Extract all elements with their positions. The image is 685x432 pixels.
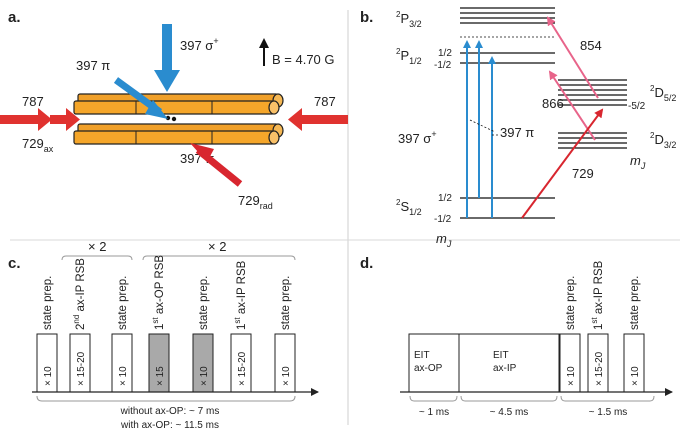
beam-787-right-arrow: [288, 108, 348, 131]
duration-bracket-d3: [560, 395, 655, 402]
mj-d-minus52: -5/2: [628, 101, 646, 112]
panel-label-a: a.: [8, 9, 21, 26]
label-397-sigma-b: 397 σ+: [398, 129, 437, 146]
eit-op-line1: EIT: [414, 350, 430, 361]
sequence-d: × 10 state prep. × 15-20 1st ax-IP RSB × 10 s…: [559, 260, 645, 393]
term-s12: 2S1/2: [396, 198, 422, 217]
mj-s12-minus: -1/2: [434, 214, 452, 225]
eit-op-box: [408, 333, 460, 393]
time-d1: ~ 1 ms: [419, 407, 449, 418]
label-729-b: 729: [572, 166, 594, 181]
pulse-count: × 15-20: [237, 351, 248, 386]
pulse-count: × 10: [566, 366, 577, 386]
time-d2: ~ 4.5 ms: [490, 407, 529, 418]
mj-axis-left: mJ: [436, 231, 452, 249]
label-729-ax: 729ax: [22, 136, 54, 154]
level-p32: [460, 7, 555, 24]
label-397-sigma: 397 σ+: [180, 36, 219, 53]
magnetic-field-arrow: [259, 38, 269, 66]
duration-bracket-d2: [460, 395, 558, 402]
term-d52: 2D5/2: [650, 84, 676, 103]
transition-854: [546, 16, 599, 99]
mj-p12-minus: -1/2: [434, 60, 452, 71]
eit-ip-line2: ax-IP: [493, 363, 517, 374]
pulse-label: 2nd ax-IP RSB: [72, 258, 87, 330]
level-s12: [460, 197, 555, 219]
pi-pointer: [469, 119, 496, 133]
pulse-count: × 10: [630, 366, 641, 386]
panel-label-d: d.: [360, 255, 373, 272]
mj-axis-right: mJ: [630, 153, 646, 171]
transition-729: [521, 108, 604, 219]
eit-ip-line1: EIT: [493, 350, 509, 361]
timing-with: with ax-OP: ~ 11.5 ms: [120, 420, 219, 431]
label-729-rad: 729rad: [238, 193, 273, 211]
pulse-label: state prep.: [117, 276, 129, 330]
beam-729-ax-arrow: [50, 108, 80, 131]
sequence-c: × 10 state prep. × 15-20 2nd ax-IP RSB × 10 s…: [36, 255, 296, 393]
eit-ip-box: [458, 333, 560, 393]
pulse-3: × 10 state prep.: [111, 276, 133, 393]
label-866: 866: [542, 96, 564, 111]
pulse-label: 1st ax-IP RSB: [590, 260, 605, 330]
pulse-label: 1st ax-OP RSB: [151, 255, 166, 330]
pulse-count: × 10: [118, 366, 129, 386]
label-787-right: 787: [314, 94, 336, 109]
repeat-bracket-2: [142, 255, 296, 261]
label-854: 854: [580, 38, 602, 53]
label-787-left: 787: [22, 94, 44, 109]
label-397-pi-b: 397 π: [500, 125, 534, 140]
mj-s12-plus: 1/2: [438, 193, 452, 204]
pulse-label: state prep.: [42, 276, 54, 330]
duration-bracket-c: [36, 395, 296, 402]
eit-op-line2: ax-OP: [414, 363, 443, 374]
pulse-7: × 10 state prep.: [274, 276, 296, 393]
ion-pair: [165, 115, 177, 122]
beam-729-rad-arrow: [190, 143, 243, 187]
label-397-pi-top: 397 π: [76, 58, 110, 73]
duration-bracket-d1: [409, 395, 458, 402]
pulse-5: × 10 state prep.: [192, 276, 214, 393]
pulse-count: × 10: [43, 366, 54, 386]
pulse-2: × 15-20 1st ax-IP RSB: [587, 260, 609, 393]
panel-label-b: b.: [360, 9, 373, 26]
term-p12: 2P1/2: [396, 47, 422, 66]
panel-label-c: c.: [8, 255, 21, 272]
level-p12: [460, 52, 555, 64]
pulse-3: × 10 state prep.: [623, 276, 645, 393]
pulse-count: × 10: [281, 366, 292, 386]
repeat-label-1: × 2: [88, 239, 106, 254]
pulse-label: state prep.: [629, 276, 641, 330]
pulse-label: 1st ax-IP RSB: [233, 260, 248, 330]
pulse-count: × 10: [199, 366, 210, 386]
pulse-count: × 15-20: [594, 351, 605, 386]
pulse-label: state prep.: [280, 276, 292, 330]
pulse-count: × 15-20: [76, 351, 87, 386]
pulse-6: × 15-20 1st ax-IP RSB: [230, 260, 252, 393]
pulse-count: × 15: [155, 366, 166, 386]
label-field: B = 4.70 G: [272, 52, 335, 67]
pulse-label: state prep.: [565, 276, 577, 330]
beam-397-pi-arrow: [113, 77, 168, 119]
pulse-label: state prep.: [198, 276, 210, 330]
repeat-label-2: × 2: [208, 239, 226, 254]
time-d3: ~ 1.5 ms: [589, 407, 628, 418]
beam-787-left-arrow: [0, 108, 52, 131]
repeat-bracket-1: [61, 255, 133, 261]
mj-p12-plus: 1/2: [438, 48, 452, 59]
timing-without: without ax-OP: ~ 7 ms: [120, 406, 220, 417]
transitions-397: [463, 40, 496, 218]
term-d32: 2D3/2: [650, 131, 676, 150]
pulse-4: × 15 1st ax-OP RSB: [148, 255, 170, 393]
term-p32: 2P3/2: [396, 10, 422, 29]
pulse-1: × 10 state prep.: [36, 276, 58, 393]
pulse-2: × 15-20 2nd ax-IP RSB: [69, 258, 91, 393]
beam-397-sigma-arrow: [154, 24, 180, 92]
ion-trap-electrodes: [73, 93, 284, 145]
pulse-1: × 10 state prep.: [559, 276, 581, 393]
